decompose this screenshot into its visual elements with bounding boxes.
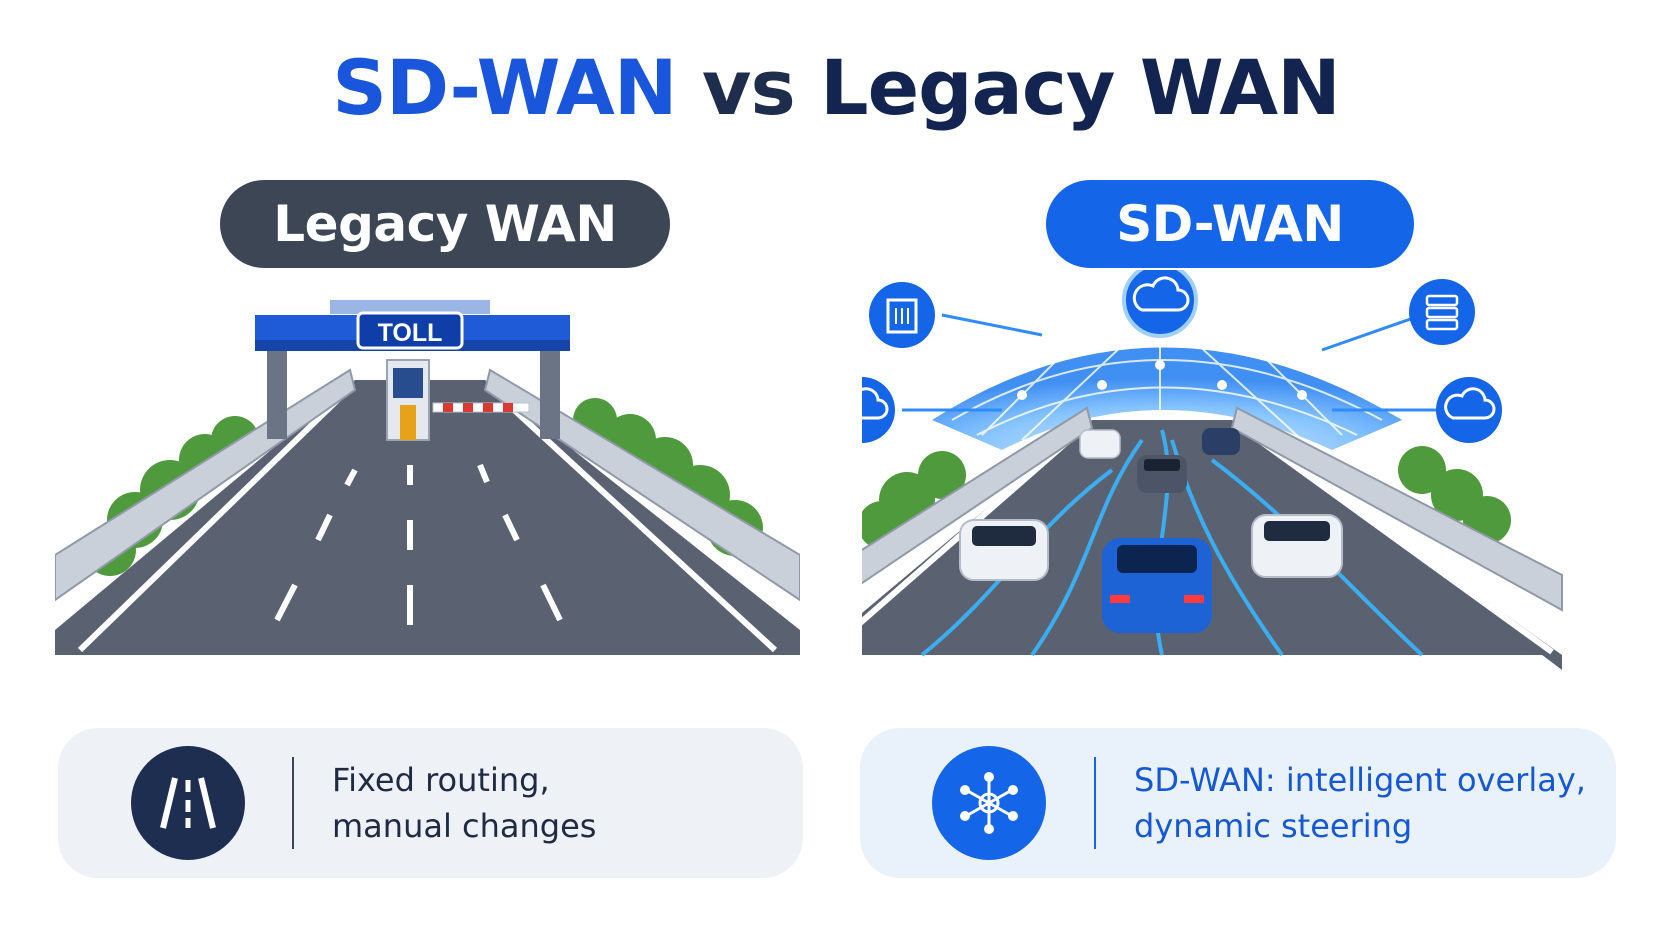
guard-rail-right xyxy=(483,368,800,602)
title-legacy: Legacy WAN xyxy=(820,43,1341,132)
sdwan-caption-text: SD-WAN: intelligent overlay, dynamic ste… xyxy=(1134,757,1586,849)
caption-divider xyxy=(292,757,294,849)
sdwan-caption-line1: SD-WAN: intelligent overlay, xyxy=(1134,761,1586,799)
server-icon xyxy=(1409,279,1475,345)
network-hub-icon xyxy=(932,746,1046,860)
guard-rail-left xyxy=(862,406,1094,585)
cloud-icon-left xyxy=(862,377,895,443)
car-blue-center xyxy=(1102,538,1212,633)
sdwan-highway-illustration xyxy=(862,270,1563,670)
sdwan-caption-card: SD-WAN: intelligent overlay, dynamic ste… xyxy=(860,728,1616,878)
legacy-caption-text: Fixed routing, manual changes xyxy=(332,757,596,849)
legacy-caption-card: Fixed routing, manual changes xyxy=(58,728,803,878)
cloud-icon-right xyxy=(1436,377,1502,443)
car-gray-middle xyxy=(1137,455,1187,493)
legacy-caption-line2: manual changes xyxy=(332,807,597,845)
legacy-caption-line1: Fixed routing, xyxy=(332,761,550,799)
sdwan-label: SD-WAN xyxy=(1046,180,1414,268)
car-navy-far-right xyxy=(1202,428,1240,455)
car-white-left xyxy=(959,519,1049,581)
building-icon xyxy=(869,282,935,348)
car-white-far-left xyxy=(1079,429,1121,459)
guard-rail-right xyxy=(1230,406,1563,612)
sdwan-caption-line2: dynamic steering xyxy=(1134,807,1413,845)
road-icon xyxy=(131,746,245,860)
car-white-right xyxy=(1251,514,1343,578)
title-sdwan: SD-WAN xyxy=(332,43,677,132)
page-title: SD-WAN vs Legacy WAN xyxy=(0,38,1672,138)
caption-divider xyxy=(1094,757,1096,849)
cloud-icon-top xyxy=(1122,270,1198,338)
legacy-highway-illustration: TOLL xyxy=(55,300,800,655)
toll-sign-text: TOLL xyxy=(378,319,443,347)
legacy-wan-label: Legacy WAN xyxy=(220,180,670,268)
toll-gantry: TOLL xyxy=(255,300,570,441)
road-surface xyxy=(55,380,800,655)
title-vs: vs xyxy=(701,43,796,132)
